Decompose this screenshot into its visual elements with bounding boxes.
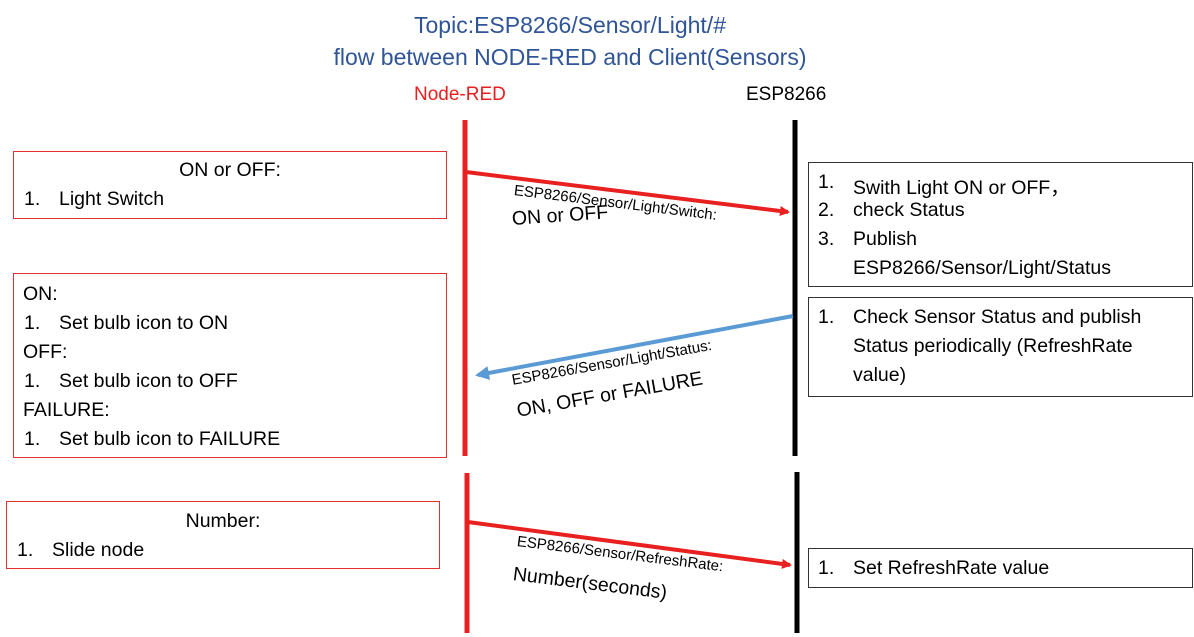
diagram-title: Topic:ESP8266/Sensor/Light/#: [414, 12, 726, 38]
refresh-box: 1. Set RefreshRate value: [808, 548, 1193, 588]
number-box: Number: 1. Slide node: [6, 501, 440, 569]
off-item-num: 1.: [24, 370, 41, 392]
node-red-header: Node-RED: [414, 84, 506, 105]
esp8266-header: ESP8266: [746, 84, 827, 105]
status-arrow: [475, 314, 794, 380]
switch-item1-num: 1.: [818, 171, 835, 193]
switch-item2-num: 2.: [818, 199, 835, 221]
status-publish-line3: value): [853, 364, 907, 386]
on-label: ON:: [23, 283, 58, 305]
switch-item2: check Status: [853, 199, 965, 221]
switch-item3-topic: ESP8266/Sensor/Light/Status: [853, 257, 1112, 279]
status-publish-num: 1.: [818, 306, 835, 328]
switch-item3: Publish: [853, 228, 917, 250]
failure-label: FAILURE:: [23, 399, 110, 421]
switch-arrow: [465, 170, 790, 216]
refresh-arrow: [467, 520, 792, 569]
on-item-num: 1.: [24, 312, 41, 334]
onoff-item: Light Switch: [59, 188, 165, 210]
status-handling-box: ON: 1. Set bulb icon to ON OFF: 1. Set b…: [13, 273, 447, 458]
diagram-subtitle: flow between NODE-RED and Client(Sensors…: [333, 44, 807, 70]
on-item: Set bulb icon to ON: [59, 312, 229, 334]
off-item: Set bulb icon to OFF: [59, 370, 238, 392]
onoff-box: ON or OFF: 1. Light Switch: [13, 151, 447, 219]
number-item: Slide node: [52, 539, 145, 561]
failure-item-num: 1.: [24, 428, 41, 450]
number-item-num: 1.: [17, 539, 34, 561]
refresh-item: Set RefreshRate value: [853, 557, 1050, 579]
switch-handling-box: 1. Swith Light ON or OFF， 2. check Statu…: [808, 162, 1193, 287]
refresh-item-num: 1.: [818, 557, 835, 579]
status-publish-line1: Check Sensor Status and publish: [853, 306, 1142, 328]
onoff-item-num: 1.: [24, 188, 41, 210]
switch-item1: Swith Light ON or OFF，: [853, 177, 1070, 199]
status-publish-box: 1. Check Sensor Status and publish Statu…: [808, 297, 1193, 397]
switch-item3-num: 3.: [818, 228, 835, 250]
status-publish-line2: Status periodically (RefreshRate: [853, 335, 1133, 357]
off-label: OFF:: [23, 341, 68, 363]
number-title: Number:: [185, 510, 261, 532]
onoff-title: ON or OFF:: [179, 159, 281, 181]
failure-item: Set bulb icon to FAILURE: [59, 428, 281, 450]
